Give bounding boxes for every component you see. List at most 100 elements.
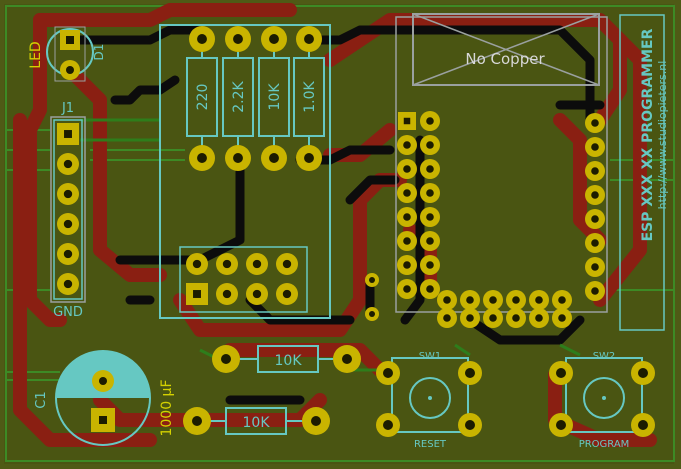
led-d1: LED D1 [28, 26, 106, 82]
esp-bottom-pin-2 [460, 290, 480, 310]
resistor-top-1: 220 [186, 26, 218, 171]
switch-sw1: SW1 RESET [376, 351, 482, 450]
resistor-top-3: 10K [258, 26, 290, 171]
resistor-top-1-value: 220 [195, 84, 211, 111]
j1-pin-1 [57, 123, 79, 145]
c1-label: C1 [34, 391, 49, 408]
resistor-r-bottom-1: 10K [212, 345, 361, 373]
resistor-r-bottom-2: 10K [183, 407, 330, 435]
esp-right-pin-7 [585, 257, 605, 277]
top-resistor-array: 220 2.2K 10K 1.0K [186, 26, 325, 171]
no-copper-label: No Copper [465, 50, 545, 68]
esp-module-outline [395, 16, 608, 313]
esp-bottom-inner-pin-1 [437, 308, 457, 328]
esp-right-pin-8 [585, 281, 605, 301]
esp-left-inner-pin-7 [420, 255, 440, 275]
switch-sw2: SW2 PROGRAM [549, 351, 655, 450]
esp-left-pin-4 [397, 183, 417, 203]
esp-left-pin-5 [397, 207, 417, 227]
esp-bottom-inner-pin-4 [506, 308, 526, 328]
resistor-top-3-value: 10K [267, 83, 283, 111]
esp-right-pin-2 [585, 137, 605, 157]
esp-left-inner-pin-1 [420, 111, 440, 131]
board-right-outline [619, 14, 665, 331]
resistor-top-2-value: 2.2K [231, 80, 247, 112]
resistor-top-1-pad-b [189, 145, 215, 171]
prog-pin-4 [276, 253, 298, 275]
esp-bottom-pin-6 [552, 290, 572, 310]
resistor-block-outline [159, 24, 331, 319]
esp-bottom-pin-4 [506, 290, 526, 310]
programmer-header-outline [179, 246, 308, 313]
resistor-top-3-pad-b [261, 145, 287, 171]
prog-pin-8 [276, 283, 298, 305]
esp-right-pin-1 [585, 113, 605, 133]
no-copper-zone: No Copper [412, 13, 600, 86]
resistor-bottom-1-value: 10K [275, 353, 303, 369]
sw2-label: PROGRAM [579, 439, 630, 450]
led-label: LED [28, 41, 44, 68]
esp-bottom-inner-pin-5 [529, 308, 549, 328]
esp-left-inner-pin-3 [420, 159, 440, 179]
resistor-top-2-pad-b [225, 145, 251, 171]
resistor-top-2: 2.2K [222, 26, 254, 171]
capacitor-c1: C1 1000 µF [34, 350, 175, 446]
prog-pin-6 [216, 283, 238, 305]
esp-bottom-pin-1 [437, 290, 457, 310]
programmer-header-pins [186, 253, 298, 305]
board-title: ESP XXX XX PROGRAMMER [640, 28, 656, 241]
esp-right-pin-6 [585, 233, 605, 253]
esp-right-pin-3 [585, 161, 605, 181]
esp-right-pin-4 [585, 185, 605, 205]
vias [365, 273, 379, 321]
prog-pin-1 [186, 283, 208, 305]
j1-pins [57, 123, 79, 295]
sw2-ref: SW2 [593, 351, 616, 362]
resistor-top-2-pad-a [225, 26, 251, 52]
prog-pin-7 [246, 283, 268, 305]
j1-label: J1 [61, 101, 74, 116]
prog-pin-2 [216, 253, 238, 275]
board-url: http://www.studiopieters.nl [656, 61, 669, 210]
gnd-label: GND [53, 305, 83, 320]
esp-left-inner-pin-6 [420, 231, 440, 251]
esp-bottom-inner-pin-6 [552, 308, 572, 328]
sw1-label: RESET [414, 439, 447, 450]
sw1-ref: SW1 [419, 351, 442, 362]
j1-pin-6 [57, 273, 79, 295]
j1-pin-4 [57, 213, 79, 235]
j1-pin-5 [57, 243, 79, 265]
esp-left-pin-8 [397, 279, 417, 299]
header-j1: J1 GND [50, 101, 86, 320]
copper-black-traces [65, 25, 605, 405]
prog-pin-1 [186, 253, 208, 275]
esp-left-pin-6 [397, 231, 417, 251]
esp-right-pin-5 [585, 209, 605, 229]
j1-pin-2 [57, 153, 79, 175]
esp-bottom-inner-pin-2 [460, 308, 480, 328]
esp-bottom-pin-5 [529, 290, 549, 310]
esp-left-inner-pin-5 [420, 207, 440, 227]
resistor-top-1-pad-a [189, 26, 215, 52]
resistor-top-4-value: 1.0K [302, 80, 318, 112]
resistor-top-4-pad-a [296, 26, 322, 52]
esp-left-inner-pin-8 [420, 279, 440, 299]
resistor-top-3-pad-a [261, 26, 287, 52]
esp-left-pin-2 [397, 135, 417, 155]
esp-module-pins [397, 111, 605, 328]
esp-left-inner-pin-2 [420, 135, 440, 155]
esp-left-inner-pin-4 [420, 183, 440, 203]
d1-label: D1 [92, 44, 106, 61]
resistor-top-4: 1.0K [293, 26, 325, 171]
esp-bottom-pin-3 [483, 290, 503, 310]
esp-left-pin-3 [397, 159, 417, 179]
esp-bottom-inner-pin-3 [483, 308, 503, 328]
esp-left-pin-7 [397, 255, 417, 275]
resistor-bottom-2-value: 10K [243, 415, 271, 431]
j1-pin-3 [57, 183, 79, 205]
prog-pin-3 [246, 253, 268, 275]
resistor-top-4-pad-b [296, 145, 322, 171]
c1-value: 1000 µF [159, 379, 175, 436]
esp-left-pin-1 [398, 112, 416, 130]
